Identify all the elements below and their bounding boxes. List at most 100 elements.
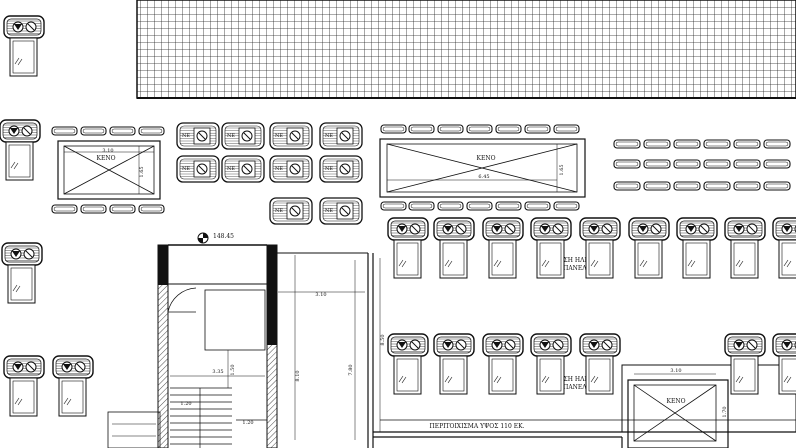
ne-label: ΝΕ [325,166,333,172]
heater-units [0,15,796,417]
panel-module [613,159,641,169]
ne-cell: ΝΕ [221,122,265,150]
panel-module [80,126,107,136]
panel-module [408,124,435,134]
panel-module [109,126,136,136]
solar-heater-unit [579,333,621,395]
void-a-height: 1.65 [139,166,145,177]
panel-module [437,201,464,211]
void-b-label: ΚΕΝΟ [476,155,495,162]
panel-module [51,126,78,136]
void-c-height: 1.70 [722,406,728,417]
panel-module [763,181,791,191]
panel-module [673,181,701,191]
panel-module [138,204,165,214]
panel-module [643,139,671,149]
solar-heater-unit [724,333,766,395]
panel-module [733,181,761,191]
solar-label-2b: ΠΑΝΕΛΩΝ [563,384,597,391]
ne-cell: ΝΕ [176,122,220,150]
ne-label: ΝΕ [227,133,235,139]
panel-module [51,204,78,214]
dim-3-35: 3.35 [212,369,223,375]
panel-module [673,159,701,169]
ne-cell: ΝΕ [221,155,265,183]
solar-label-1: ΘΕΣΗ ΗΛΙΑΚΩΝ [554,257,606,264]
ne-label: ΝΕ [275,166,283,172]
panel-module [673,139,701,149]
solar-heater-unit [3,355,45,417]
solar-heater-unit [0,119,41,181]
ne-label: ΝΕ [182,166,190,172]
panel-module [408,201,435,211]
solar-heater-unit [387,333,429,395]
solar-heater-unit [433,333,475,395]
ne-cell: ΝΕ [319,155,363,183]
ne-label: ΝΕ [275,133,283,139]
panel-module [524,124,551,134]
ne-label: ΝΕ [325,208,333,214]
panel-module [80,204,107,214]
panel-module [703,181,731,191]
panel-module [613,139,641,149]
void-c-width: 3.10 [670,368,681,374]
solar-heater-unit [724,217,766,279]
panel-module [495,124,522,134]
solar-heater-unit [628,217,670,279]
void-b-height: 1.65 [559,164,565,175]
void-a: ΚΕΝΟ 3.10 1.65 [57,140,161,200]
solar-heater-unit [772,217,796,279]
dim-8-10: 8.10 [295,370,301,381]
panel-module [733,139,761,149]
solar-label-2: ΘΕΣΗ ΗΛΙΑΚΩΝ [554,376,606,383]
void-b-width: 6.45 [478,174,489,180]
panel-module [733,159,761,169]
panel-module [466,201,493,211]
ne-cell: ΝΕ [269,197,313,225]
solar-heater-unit [530,333,572,395]
ne-cell: ΝΕ [176,155,220,183]
panel-module [466,124,493,134]
ne-cell: ΝΕ [319,197,363,225]
panel-module [643,181,671,191]
level-marker: 148.45 [197,232,234,244]
solar-heater-unit [530,217,572,279]
panel-module [553,124,580,134]
panel-rows [51,124,791,214]
solar-heater-unit [387,217,429,279]
panel-module [524,201,551,211]
level-value: 148.45 [213,233,234,240]
solar-heater-unit [772,333,796,395]
solar-label-1b: ΠΑΝΕΛΩΝ [563,265,597,272]
parapet-note: ΠΕΡΙΤΟΙΧΙΣΜΑ ΥΨΟΣ 110 ΕΚ. [430,423,525,430]
solar-heater-unit [676,217,718,279]
dim-7-80: 7.80 [348,364,354,375]
dim-8-50: 8.50 [380,334,386,345]
solar-panel-grid [136,0,796,99]
dim-1-20-b: 1.20 [242,420,253,426]
solar-heater-unit [433,217,475,279]
panel-module [138,126,165,136]
void-c: ΚΕΝΟ 3.10 1.70 [627,368,729,448]
void-b: ΚΕΝΟ 6.45 1.65 [379,138,586,198]
panel-module [643,159,671,169]
panel-module [437,124,464,134]
panel-module [380,201,407,211]
ne-label: ΝΕ [182,133,190,139]
solar-heater-unit [579,217,621,279]
dim-1-20-a: 1.20 [180,401,191,407]
stair-core: 1.20 1.20 3.35 1.50 [107,244,278,448]
panel-module [109,204,136,214]
corridor: ΠΕΡΙΤΟΙΧΙΣΜΑ ΥΨΟΣ 110 ΕΚ. 3.10 8.10 7.80… [277,252,796,448]
void-a-label: ΚΕΝΟ [96,155,115,162]
void-a-width: 3.10 [102,148,113,154]
ne-label: ΝΕ [275,208,283,214]
dim-3-10: 3.10 [315,292,326,298]
panel-module [613,181,641,191]
panel-module [495,201,522,211]
solar-heater-unit [482,217,524,279]
panel-module [553,201,580,211]
panel-module [763,139,791,149]
